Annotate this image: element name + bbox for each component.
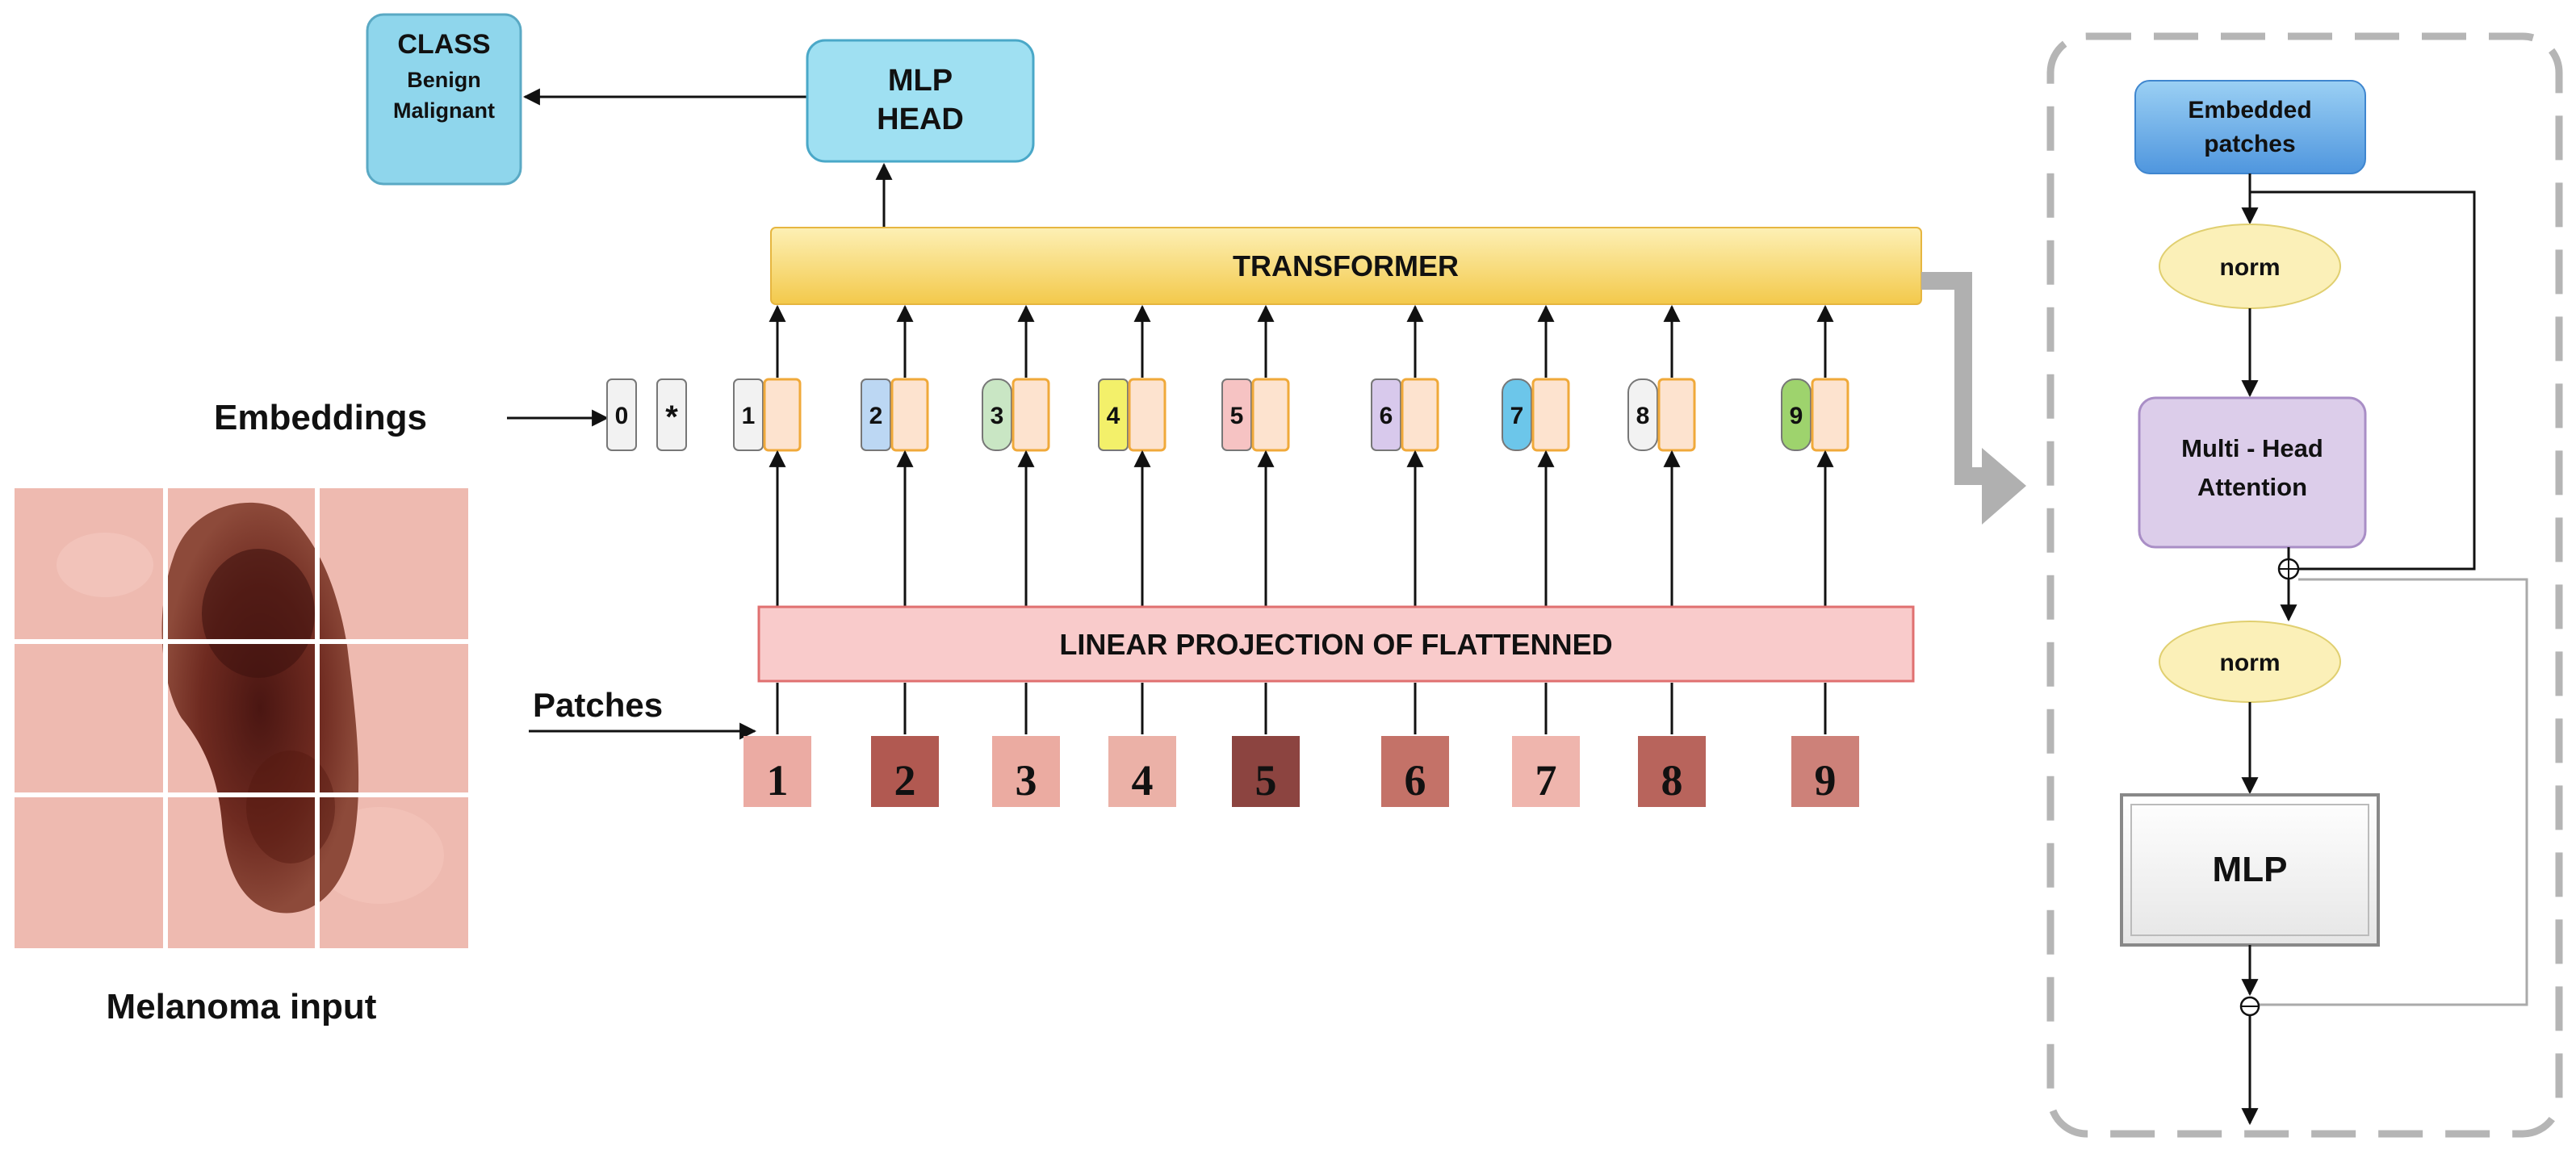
position-embedding-3: [1012, 378, 1050, 452]
mlp-head-line1: MLP: [888, 64, 953, 98]
patch-thumbnail-7: 7: [1512, 736, 1580, 807]
embedded-patches-line2: patches: [2204, 131, 2295, 157]
encoder-mlp-box: MLP: [2120, 793, 2380, 947]
mlp-head-line2: HEAD: [877, 102, 964, 136]
patch-number: 3: [1016, 756, 1037, 805]
patch-number: 9: [1815, 756, 1837, 805]
patch-number: 8: [1661, 756, 1683, 805]
embedded-patches-line1: Embedded: [2188, 97, 2311, 123]
class-malignant: Malignant: [393, 98, 495, 123]
embedding-token-label: 5: [1230, 403, 1244, 429]
embedding-token-star: *: [656, 378, 687, 451]
position-embedding-2: [890, 378, 929, 452]
embedding-token-4: 4: [1098, 378, 1129, 451]
embedding-token-label: 4: [1107, 403, 1120, 429]
residual-connection-2: [2248, 578, 2528, 1006]
embedding-token-label: 2: [869, 403, 883, 429]
embedding-token-label: 3: [991, 403, 1004, 429]
melanoma-input-caption: Melanoma input: [107, 987, 377, 1026]
position-embedding-9: [1811, 378, 1849, 452]
position-embedding-6: [1401, 378, 1439, 452]
token-arrows: [769, 304, 1834, 734]
patch-number: 6: [1405, 756, 1426, 805]
embeddings-label: Embeddings: [214, 398, 427, 437]
connector-to-encoder: [1921, 272, 1992, 485]
embedding-token-2: 2: [861, 378, 891, 451]
position-embedding-4: [1128, 378, 1167, 452]
class-benign: Benign: [407, 68, 481, 92]
embedding-token-label: 8: [1636, 403, 1650, 429]
linear-projection-label: LINEAR PROJECTION OF FLATTENNED: [1059, 628, 1612, 661]
encoder-dashed-border: [2046, 32, 2563, 1138]
embedding-token-8: 8: [1627, 378, 1658, 451]
embedding-token-3: 3: [982, 378, 1012, 451]
connector-arrowhead: [1982, 448, 2026, 525]
embedding-tokens: 0 * 1 2 3 4 5 6 7 8 9: [606, 378, 1849, 452]
svg-text:norm: norm: [2220, 254, 2281, 281]
multi-head-attention-box: Multi - Head Attention: [2138, 396, 2367, 549]
patch-number: 4: [1132, 756, 1154, 805]
embedding-token-9: 9: [1781, 378, 1812, 451]
patch-number: 2: [894, 756, 916, 805]
norm-2: norm: [2159, 621, 2341, 703]
embedding-token-6: 6: [1371, 378, 1401, 451]
circle-plus-icon: [2277, 558, 2300, 580]
embedding-token-7: 7: [1502, 378, 1532, 451]
position-embedding-7: [1531, 378, 1570, 452]
patch-thumbnail-6: 6: [1381, 736, 1449, 807]
attention-line1: Multi - Head: [2181, 434, 2323, 462]
patch-thumbnail-3: 3: [992, 736, 1060, 807]
encoder-mlp-label: MLP: [2213, 850, 2288, 889]
embedding-token-label: 0: [615, 403, 629, 429]
embedding-token-label: 6: [1380, 403, 1393, 429]
patch-thumbnail-8: 8: [1638, 736, 1706, 807]
patch-thumbnail-1: 1: [743, 736, 811, 807]
encoder-block: Embedded patches norm Multi - Head Atten…: [2046, 32, 2563, 1138]
svg-text:norm: norm: [2220, 650, 2281, 676]
transformer-label: TRANSFORMER: [1233, 249, 1459, 282]
embedding-token-label: 1: [742, 403, 756, 429]
embedding-token-label: 9: [1790, 403, 1803, 429]
mlp-head-box: MLP HEAD: [806, 39, 1035, 163]
position-embedding-5: [1251, 378, 1290, 452]
patch-thumbnails: 1 2 3 4 5 6 7 8 9: [743, 736, 1859, 807]
patch-number: 5: [1255, 756, 1277, 805]
attention-line2: Attention: [2197, 473, 2307, 501]
patch-thumbnail-9: 9: [1791, 736, 1859, 807]
patch-thumbnail-2: 2: [871, 736, 939, 807]
patches-label: Patches: [533, 686, 663, 724]
melanoma-input-image: [15, 488, 468, 948]
embedding-token-5: 5: [1221, 378, 1252, 451]
patch-number: 1: [767, 756, 789, 805]
patch-number: 7: [1535, 756, 1557, 805]
embedding-token-0: 0: [606, 378, 637, 451]
class-title: CLASS: [397, 29, 490, 60]
position-embedding-1: [763, 378, 802, 452]
embedding-token-1: 1: [733, 378, 764, 451]
linear-projection-bar: LINEAR PROJECTION OF FLATTENNED: [757, 605, 1915, 683]
patch-thumbnail-4: 4: [1108, 736, 1176, 807]
embedded-patches-box: Embedded patches: [2134, 80, 2366, 174]
patch-thumbnail-5: 5: [1232, 736, 1300, 807]
residual-connection-1: [2250, 190, 2476, 571]
position-embedding-8: [1657, 378, 1696, 452]
circle-plus-icon: [2239, 996, 2260, 1017]
embedding-token-label: *: [665, 399, 678, 435]
norm-1: norm: [2159, 224, 2341, 309]
transformer-bar: TRANSFORMER: [770, 227, 1922, 305]
embedding-token-label: 7: [1510, 403, 1524, 429]
class-output-box: CLASS Benign Malignant: [366, 13, 522, 186]
